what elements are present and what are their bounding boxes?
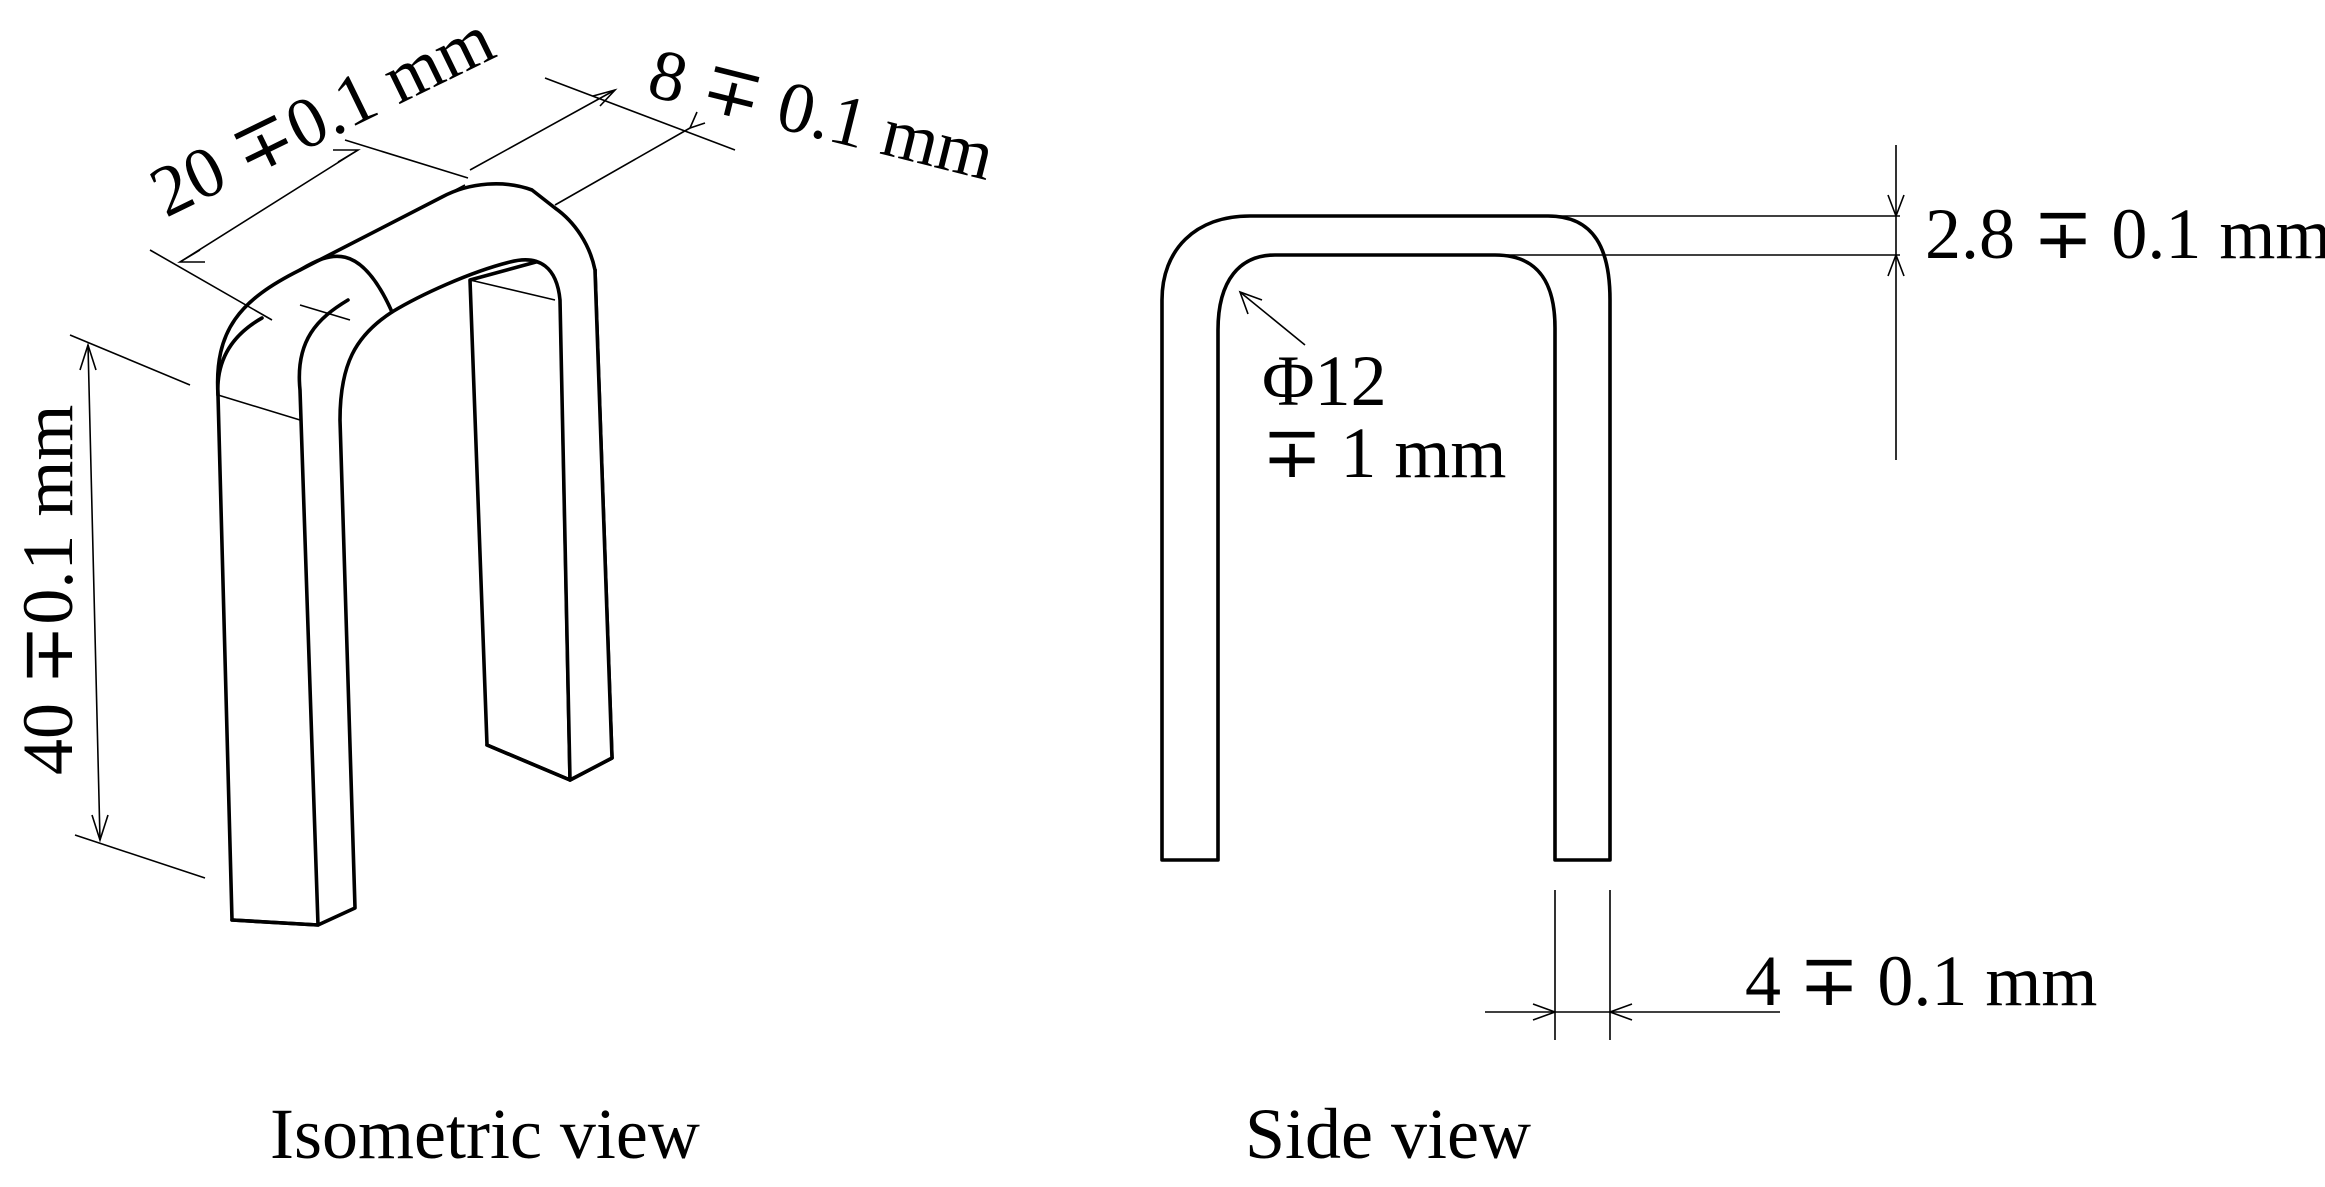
iso-dim-width-arrows: [177, 149, 361, 263]
side-dim-leg-arrows: [1532, 1003, 1633, 1021]
iso-construction-lines: [217, 184, 556, 421]
side-view: 2.8 ∓ 0.1 mm Φ12 ∓ 1 mm 4 ∓ 0.1 mm Side …: [1160, 145, 2325, 1174]
side-dim-diameter-label-2: ∓ 1 mm: [1262, 413, 1506, 493]
iso-dim-depth-label: 8 ∓ 0.1 mm: [641, 33, 1002, 196]
side-caption: Side view: [1245, 1094, 1531, 1174]
iso-caption: Isometric view: [270, 1094, 700, 1174]
side-dim-diameter-arrow: [1238, 290, 1263, 315]
iso-u-strip: [215, 182, 614, 927]
iso-dim-depth-arrows: [592, 88, 706, 130]
side-dim-thickness-arrows: [1887, 194, 1905, 277]
iso-front-edges: [230, 254, 394, 927]
isometric-view: 20 ∓0.1 mm 8 ∓ 0.1 mm 40 ∓0.1 mm Isometr…: [8, 0, 1002, 1174]
side-dim-diameter-label-1: Φ12: [1262, 341, 1387, 421]
side-dim-thickness-label: 2.8 ∓ 0.1 mm: [1925, 194, 2325, 274]
side-dim-thickness-lines: [1495, 145, 1900, 460]
iso-dim-height-lines: [69, 334, 206, 879]
side-dim-leg-lines: [1485, 890, 1780, 1040]
iso-top-face-edge: [216, 316, 264, 397]
iso-dim-height-arrows: [79, 342, 109, 843]
side-dim-diameter-leader: [1239, 291, 1306, 346]
iso-dim-height-label: 40 ∓0.1 mm: [8, 405, 88, 775]
side-u-shape: [1160, 214, 1612, 862]
iso-dim-width-lines: [149, 139, 469, 321]
iso-dim-depth-lines: [469, 77, 736, 206]
side-dim-leg-label: 4 ∓ 0.1 mm: [1745, 941, 2097, 1021]
